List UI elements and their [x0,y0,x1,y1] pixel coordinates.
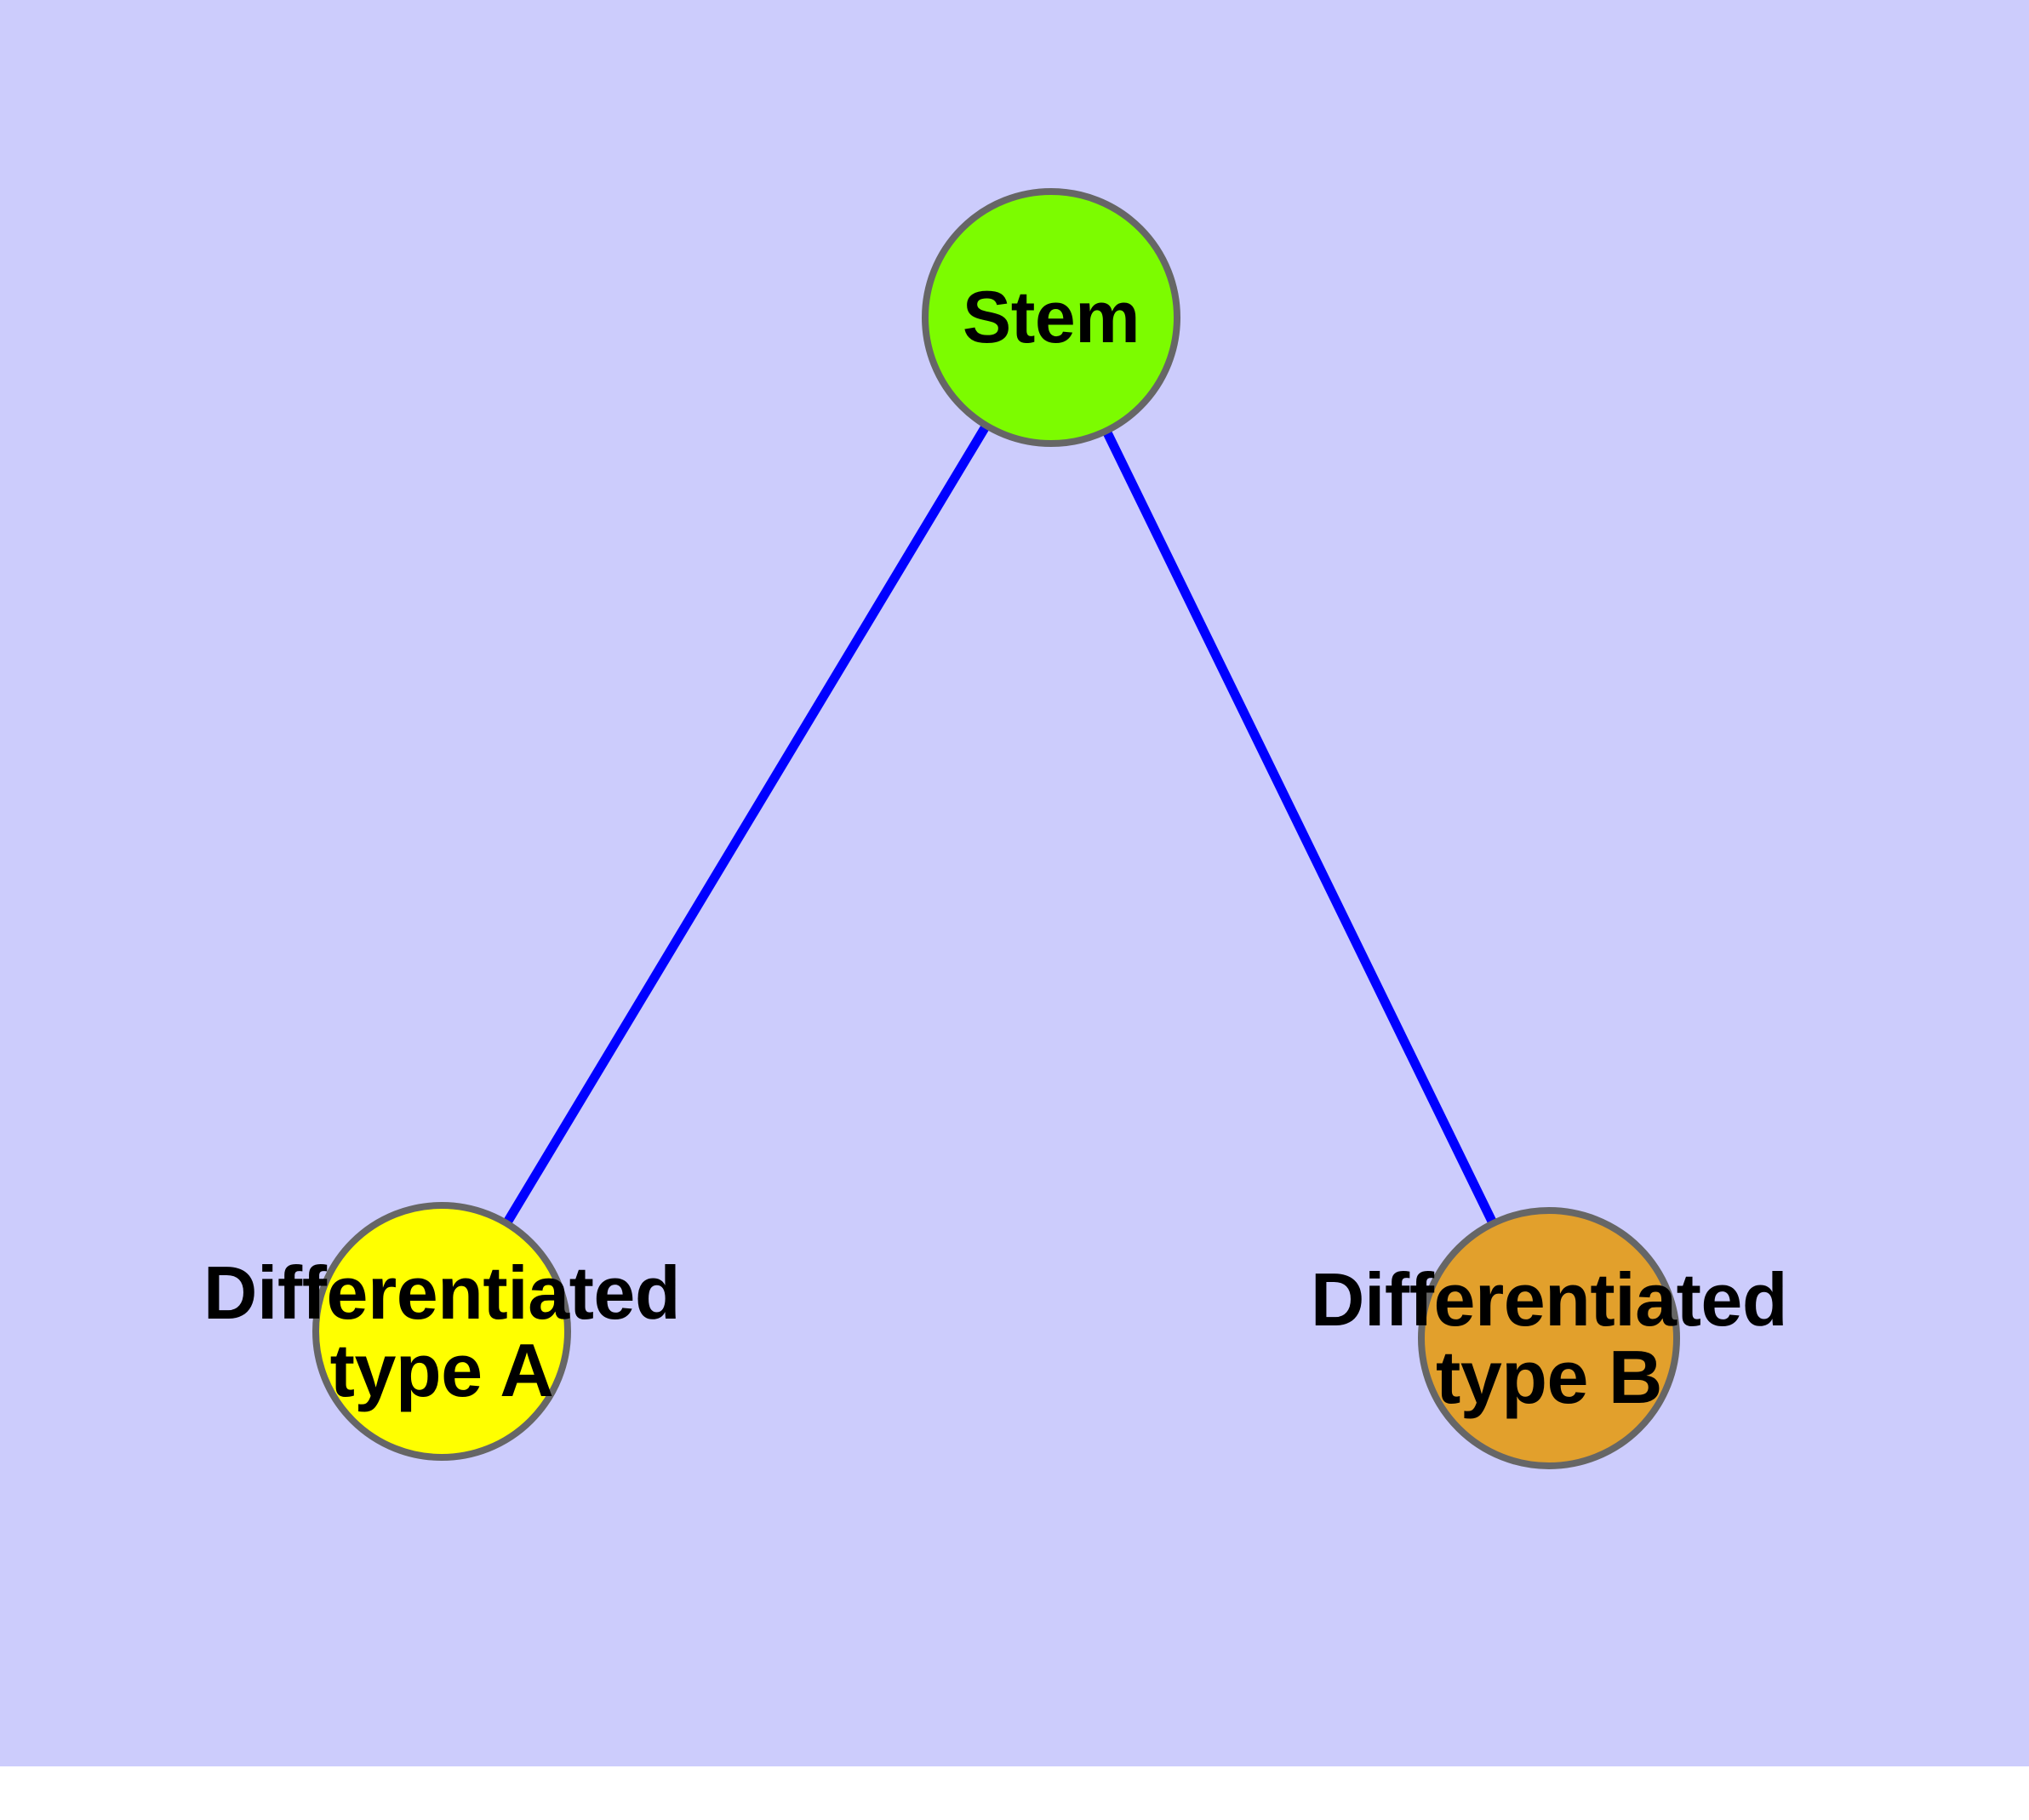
node-diff-b-circle[interactable] [1418,1207,1680,1469]
edge-layer [437,315,1553,1341]
edge-stem-to-diff-b[interactable] [1047,315,1553,1341]
node-layer [312,188,1680,1469]
node-stem-circle[interactable] [922,188,1180,447]
edge-stem-to-diff-a[interactable] [437,315,1055,1334]
node-diff-a-circle[interactable] [312,1202,571,1461]
